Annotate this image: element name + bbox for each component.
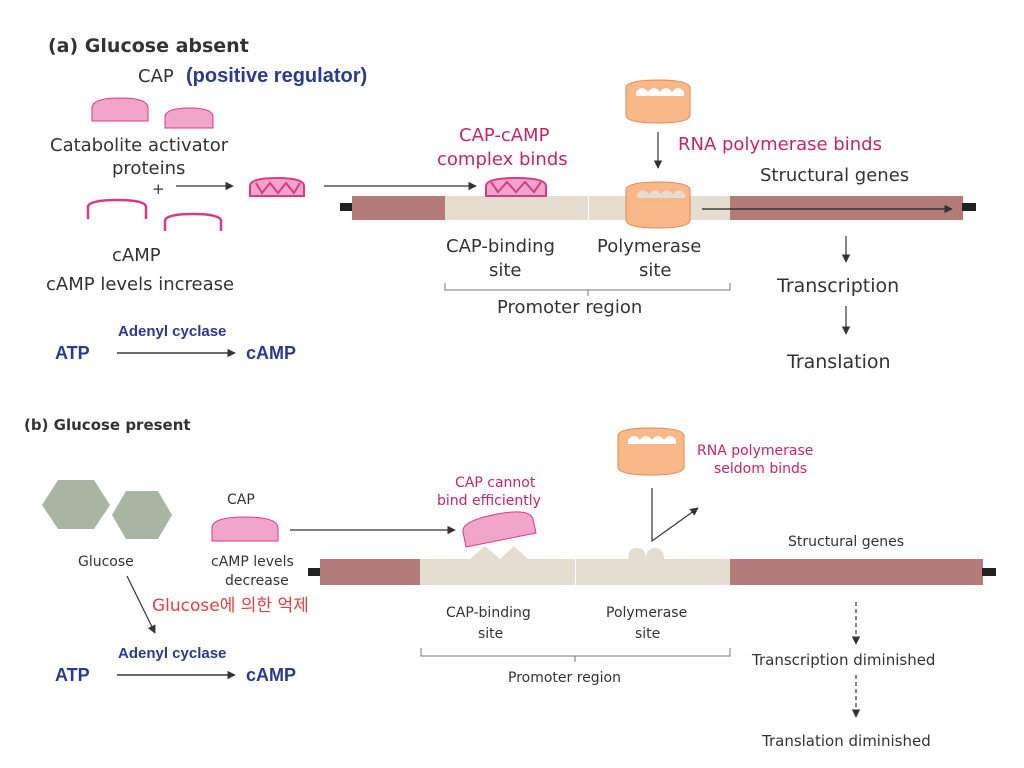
cap-cannot-bind-line1: CAP cannot xyxy=(455,475,536,491)
promoter-bracket-b xyxy=(420,648,731,662)
cap-label-b: CAP xyxy=(227,492,255,508)
cap-camp-label-line2: complex binds xyxy=(437,149,568,170)
camp-levels-increase: cAMP levels increase xyxy=(46,274,234,295)
cap-unbound-b xyxy=(462,511,537,548)
glucose-hexagon-1 xyxy=(42,480,110,529)
cap-binding-site-label-line2-b: site xyxy=(478,626,503,642)
translation-diminished-label: Translation diminished xyxy=(761,732,931,750)
panel-b: (b) Glucose present Glucose CAP cAMP lev… xyxy=(24,416,996,750)
rna-polymerase-binds-label: RNA polymerase binds xyxy=(678,134,882,155)
structural-genes-b xyxy=(730,559,983,585)
rna-polymerase-seldom-line2: seldom binds xyxy=(714,461,807,477)
dna-end-left-a xyxy=(340,203,354,211)
rna-polymerase-free-a xyxy=(625,79,691,124)
panel-a-title: (a) Glucose absent xyxy=(48,35,249,57)
catabolite-label-line1: Catabolite activator xyxy=(50,135,229,156)
polymerase-site-label-line1-a: Polymerase xyxy=(597,236,701,257)
cap-camp-complex xyxy=(249,176,305,197)
dna-end-right-a xyxy=(962,203,976,211)
camp-product-label-a: cAMP xyxy=(246,343,296,363)
bound-cap-complex xyxy=(485,176,547,197)
glucose-inhibition-arrow xyxy=(126,575,156,634)
camp-molecule-2 xyxy=(163,212,223,231)
dna-end-right-b xyxy=(982,568,996,576)
cap-protein-b xyxy=(211,516,279,542)
adenyl-cyclase-label-b: Adenyl cyclase xyxy=(118,645,226,662)
adenyl-cyclase-label-a: Adenyl cyclase xyxy=(118,323,226,340)
panel-a: (a) Glucose absent CAP (positive regulat… xyxy=(46,35,976,373)
atp-label-a: ATP xyxy=(55,343,90,363)
glucose-hexagon-2 xyxy=(112,491,172,539)
dna-flank-left-a xyxy=(352,196,445,220)
dna-flank-left-b xyxy=(320,559,420,585)
atp-label-b: ATP xyxy=(55,665,90,685)
cap-binding-site-a xyxy=(445,196,588,220)
rna-polymerase-bound-a xyxy=(625,181,691,229)
polymerase-bumps-b xyxy=(628,548,664,559)
rna-polymerase-seldom-line1: RNA polymerase xyxy=(697,443,813,459)
cap-binding-site-b xyxy=(420,559,575,585)
structural-genes-label-b: Structural genes xyxy=(788,534,904,550)
deflected-polymerase-arrow xyxy=(651,488,699,543)
translation-label-a: Translation xyxy=(786,351,891,373)
cap-binding-site-label-line1-b: CAP-binding xyxy=(446,605,531,621)
cap-label-a: CAP xyxy=(138,66,174,87)
cap-binding-site-label-line1-a: CAP-binding xyxy=(446,236,555,257)
cap-cannot-bind-line2: bind efficiently xyxy=(437,493,541,509)
polymerase-site-label-line2-a: site xyxy=(639,260,672,281)
camp-label-a: cAMP xyxy=(112,245,161,266)
transcription-diminished-label: Transcription diminished xyxy=(751,651,935,669)
camp-product-label-b: cAMP xyxy=(246,665,296,685)
rna-polymerase-free-b xyxy=(617,427,685,476)
camp-molecule-1 xyxy=(86,198,148,219)
glucose-label: Glucose xyxy=(78,554,134,570)
promoter-bracket-a xyxy=(444,283,731,296)
positive-regulator-label: (positive regulator) xyxy=(186,65,367,87)
camp-levels-line2-b: decrease xyxy=(225,573,289,589)
promoter-region-label-b: Promoter region xyxy=(508,670,621,686)
camp-levels-line1-b: cAMP levels xyxy=(211,554,294,570)
catabolite-label-line2: proteins xyxy=(112,158,185,179)
structural-genes-label-a: Structural genes xyxy=(760,165,909,186)
structural-genes-a xyxy=(730,196,963,220)
panel-b-title: (b) Glucose present xyxy=(24,416,191,434)
polymerase-site-label-line1-b: Polymerase xyxy=(606,605,687,621)
promoter-region-label-a: Promoter region xyxy=(497,297,642,318)
plus-sign: + xyxy=(152,180,165,198)
cap-protein-1 xyxy=(91,97,149,122)
polymerase-site-label-line2-b: site xyxy=(635,626,660,642)
dna-end-left-b xyxy=(308,568,322,576)
cap-binding-bumps-b xyxy=(470,546,528,559)
korean-suppression-note: Glucose에 의한 억제 xyxy=(152,596,309,616)
transcription-label-a: Transcription xyxy=(776,275,899,297)
cap-protein-2 xyxy=(164,107,214,129)
polymerase-site-b xyxy=(576,559,730,585)
cap-camp-label-line1: CAP-cAMP xyxy=(459,125,550,146)
cap-binding-site-label-line2-a: site xyxy=(489,260,522,281)
